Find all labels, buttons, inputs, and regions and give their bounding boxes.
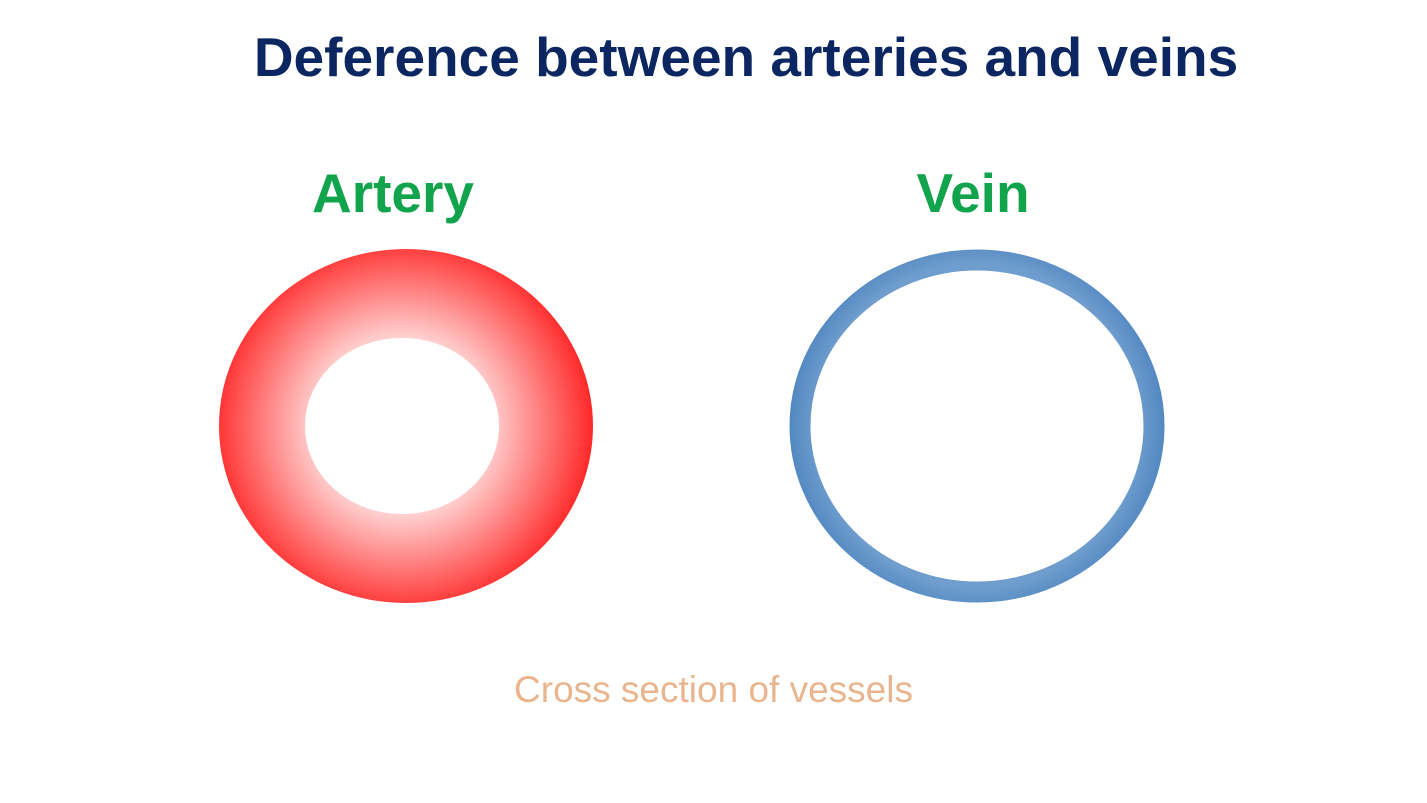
- vein-label: Vein: [916, 162, 1030, 224]
- vein-wall: [789, 249, 1165, 603]
- diagram-caption: Cross section of vessels: [514, 669, 913, 710]
- artery-wall: [219, 249, 593, 603]
- artery-label: Artery: [311, 162, 475, 224]
- slide-title: Deference between arteries and veins: [253, 26, 1239, 88]
